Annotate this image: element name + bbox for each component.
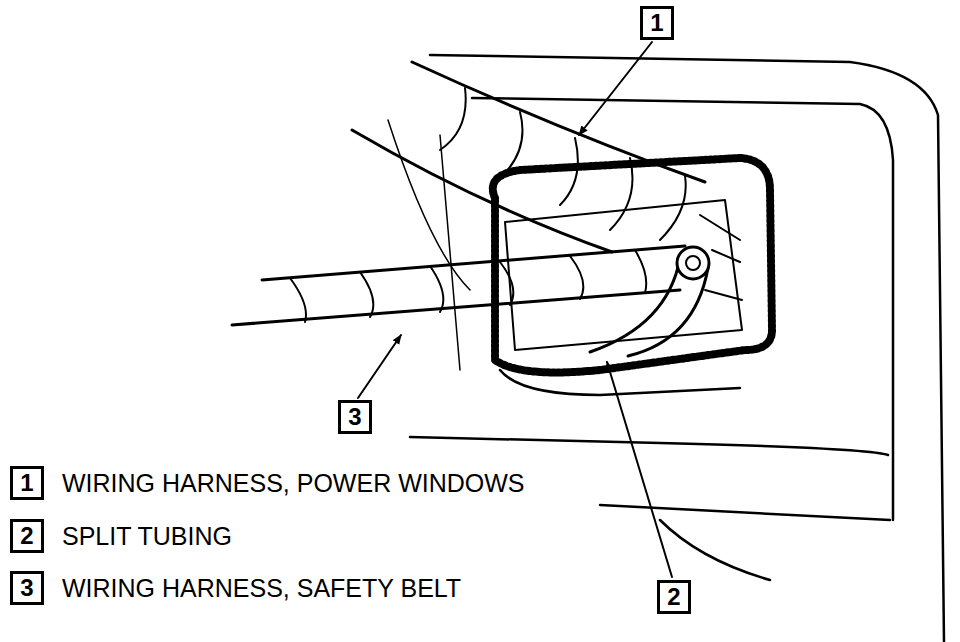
legend-text: SPLIT TUBING [60, 519, 234, 553]
panel-edge [440, 135, 460, 370]
harness-edge [412, 62, 705, 182]
callout-number: 3 [10, 571, 44, 605]
legend-text: WIRING HARNESS, SAFETY BELT [60, 571, 463, 605]
panel-edge [600, 505, 890, 520]
callout-number: 2 [657, 580, 691, 614]
callout-number: 2 [10, 519, 44, 553]
harness-wrap [290, 250, 646, 322]
callout-number: 3 [338, 400, 372, 434]
leader-line [607, 362, 672, 577]
panel-edge [660, 520, 770, 580]
leader-line [579, 42, 652, 135]
panel-edge [430, 55, 944, 642]
leader-line [358, 335, 401, 398]
harness-wrap [440, 88, 686, 240]
callout-number: 1 [10, 466, 44, 500]
panel-edge [410, 437, 888, 455]
tubing-end [686, 256, 700, 270]
panel-edge [472, 98, 893, 520]
harness-edge [352, 130, 612, 252]
split-tubing [628, 268, 708, 356]
harness-edge [232, 290, 680, 325]
tubing-end [677, 247, 709, 279]
harness-edge [262, 246, 685, 280]
callout-number: 1 [640, 6, 674, 40]
legend-text: WIRING HARNESS, POWER WINDOWS [60, 466, 527, 500]
